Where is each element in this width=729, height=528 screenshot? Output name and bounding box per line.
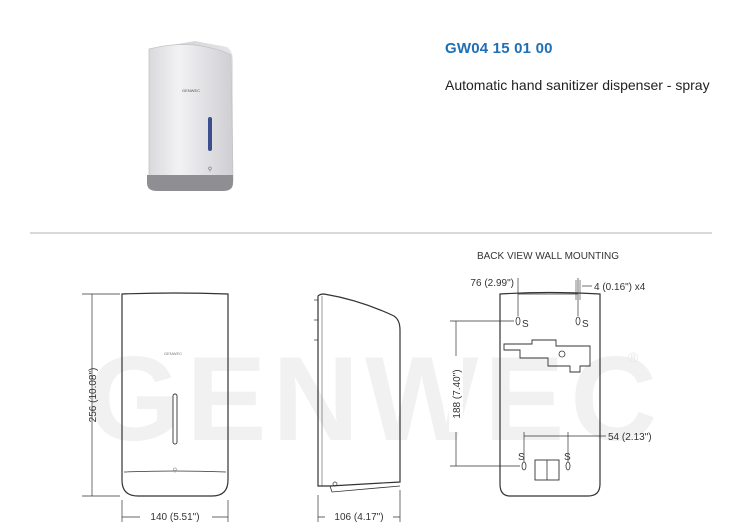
- dim-top-spacing-label: 76 (2.99"): [470, 278, 514, 289]
- photo-brand-label: GENWEC: [182, 88, 200, 93]
- dim-bottom-spacing-label: 54 (2.13"): [608, 432, 652, 443]
- dim-hole-label: 4 (0.16") x4: [594, 282, 646, 293]
- sensor-icon: ⚲: [208, 166, 212, 173]
- screw-label-top-right: S: [582, 319, 589, 330]
- screw-label-bottom-right: S: [564, 452, 571, 463]
- dim-depth-label: 106 (4.17"): [334, 512, 383, 523]
- dim-depth-bg: [325, 510, 393, 522]
- watermark: GENWEC: [87, 332, 663, 466]
- product-description: Automatic hand sanitizer dispenser - spr…: [445, 77, 710, 93]
- technical-drawing: GENWEC ® GENWEC ⚲ 256 (10.08") 140 (5.51…: [82, 251, 663, 523]
- product-photo: GENWEC ⚲: [147, 41, 234, 191]
- front-sensor-icon: ⚲: [173, 467, 177, 474]
- dim-vertical-label: 188 (7.40"): [452, 369, 463, 418]
- section-divider: [30, 232, 712, 234]
- dim-height-label: 256 (10.08"): [88, 368, 99, 423]
- product-code: GW04 15 01 00: [445, 40, 553, 57]
- dim-width-bg: [140, 510, 212, 522]
- dim-width-label: 140 (5.51"): [150, 512, 199, 523]
- front-view: [82, 292, 229, 522]
- screw-label-bottom-left: S: [518, 452, 525, 463]
- screw-label-top-left: S: [522, 319, 529, 330]
- level-window: [208, 117, 212, 151]
- front-brand-label: GENWEC: [164, 351, 182, 356]
- back-view-title: BACK VIEW WALL MOUNTING: [477, 251, 619, 262]
- back-view: [450, 278, 606, 497]
- registered-mark: ®: [628, 349, 639, 365]
- dim-vertical-bg: [449, 356, 463, 432]
